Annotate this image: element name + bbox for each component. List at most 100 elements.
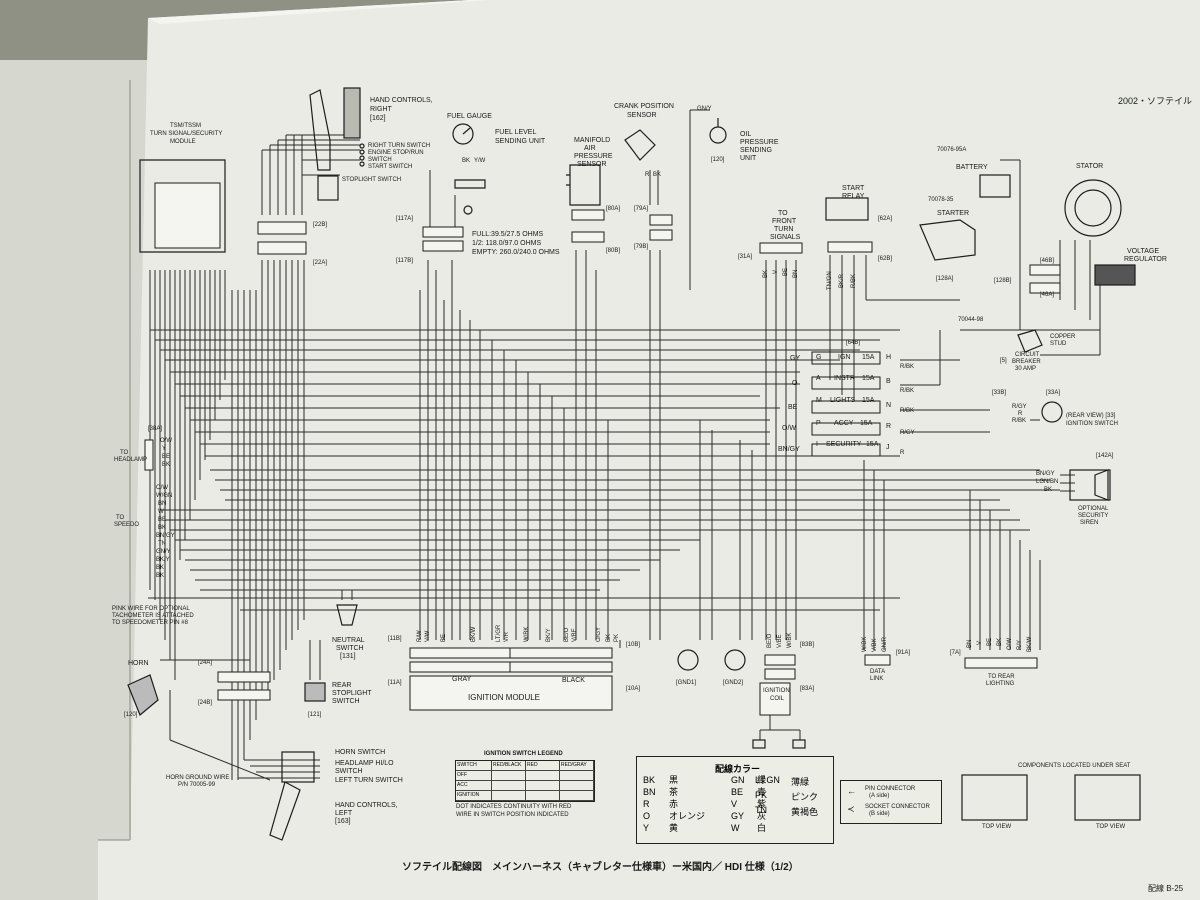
speedo-wire-5: BE — [158, 517, 167, 523]
conn-31a: [31A] — [738, 254, 753, 260]
page-tag: 2002・ソフテイル — [1118, 96, 1193, 106]
start-switch-label: START SWITCH — [368, 164, 413, 170]
stator-label: STATOR — [1076, 163, 1104, 170]
horn-switch-label: HORN SWITCH — [335, 749, 386, 756]
front-turn-wire-3: BE — [783, 267, 789, 276]
ignition-module-label: IGNITION MODULE — [468, 693, 541, 702]
oil-pressure-label-4: UNIT — [740, 155, 757, 162]
front-turn-label-1: TO — [778, 210, 788, 217]
legend-name: ピンク — [791, 792, 819, 802]
pink-note-3: TO SPEEDOMETER PIN #8 — [112, 620, 188, 626]
siren-wire-1: BN/GY — [1036, 471, 1055, 477]
fuse-wire-2: O — [792, 380, 798, 387]
coil-wire-2: V/BE — [777, 634, 783, 648]
coil-wire-1: BE/O — [767, 633, 773, 648]
speedo-label-1: TO — [116, 515, 125, 521]
horn-ground-label-2: P/N 70005-99 — [178, 782, 216, 788]
ignmod-wire-13: PK — [614, 633, 620, 642]
crank-wire-bk: BK — [653, 172, 662, 178]
gray-label: GRAY — [452, 676, 472, 683]
ignmod-wire-8: BK/Y — [546, 628, 552, 642]
stoplight-switch-label: STOPLIGHT SWITCH — [342, 177, 402, 183]
ignsw-wire-2: R — [1018, 411, 1023, 417]
front-turn-label-2: FRONT — [772, 218, 797, 225]
legend-name: 赤 — [669, 799, 679, 809]
fuse-name-4: ACCY — [834, 420, 854, 427]
rear-lighting-label-1: TO REAR — [988, 674, 1015, 680]
ign-header-4: RED/GRAY — [560, 761, 594, 771]
map-sensor-label-1: MANIFOLD — [574, 137, 611, 144]
under-seat-label: COMPONENTS LOCATED UNDER SEAT — [1018, 763, 1131, 769]
conn-120: [120] — [124, 712, 138, 718]
hand-controls-left-label-1: HAND CONTROLS, — [335, 802, 398, 809]
battery-label: BATTERY — [956, 164, 988, 171]
fuse-out-1: R/BK — [900, 364, 915, 370]
pink-note-2: TACHOMETER IS ATTACHED — [112, 613, 194, 619]
headlamp-wire-2: Y — [162, 446, 167, 452]
conn-79a: [79A] — [634, 206, 649, 212]
conn-117b: [117B] — [396, 258, 413, 264]
speedo-wire-10: BK/Y — [156, 557, 170, 563]
coil-wire-3: W/BK — [787, 632, 793, 648]
ignmod-wire-9: BE/O — [564, 627, 570, 642]
start-relay-label-2: RELAY — [842, 193, 865, 200]
ignition-switch-label-1: (REAR VIEW) [33] — [1066, 413, 1116, 419]
legend-name: 白 — [757, 823, 767, 833]
legend-code: V — [731, 799, 738, 809]
ign-legend-title: IGNITION SWITCH LEGEND — [484, 751, 563, 757]
ignmod-wire-4: BK/W — [471, 626, 477, 642]
ignsw-wire-1: R/GY — [1012, 404, 1027, 410]
data-link-label-1: DATA — [870, 669, 886, 675]
gnd2-label: [GND2] — [723, 680, 744, 686]
oil-ref: [120] — [711, 157, 725, 163]
front-turn-wire-1: BK — [763, 269, 769, 278]
fuse-pin2-4: R — [886, 423, 892, 430]
conn-11b: [11B] — [388, 636, 402, 642]
socket-connector-side: (B side) — [869, 811, 890, 817]
engine-stop-run-label-1: ENGINE STOP/RUN — [368, 150, 424, 156]
color-legend-title: 配線カラー — [715, 764, 761, 774]
headlamp-label-2: HEADLAMP — [114, 457, 148, 463]
tssm-label-1: TSM/TSSM — [170, 123, 201, 129]
fuse-pin-2: A — [816, 375, 821, 382]
color-legend: 配線カラー BK 黒 GN 緑 BN 茶 BE 青 R 赤 V 紫 O オレンジ… — [636, 756, 834, 844]
rear-light-wire-3: BE — [987, 637, 993, 646]
start-relay-label-1: START — [842, 185, 865, 192]
connector-legend: ← PIN CONNECTOR (A side) ≺ SOCKET CONNEC… — [840, 780, 942, 824]
conn-79b: [79B] — [634, 244, 649, 250]
speedo-wire-3: BN — [158, 501, 167, 507]
legend-code: BK — [643, 775, 656, 785]
black-label: BLACK — [562, 677, 585, 684]
voltage-regulator-label-1: VOLTAGE — [1127, 248, 1160, 255]
speedo-wire-7: BN/GY — [156, 533, 175, 539]
rear-light-wire-6: R/Y — [1017, 639, 1023, 650]
background-page — [0, 60, 150, 900]
horn-ground-label-1: HORN GROUND WIRE — [166, 775, 230, 781]
conn-117a: [117A] — [396, 216, 413, 222]
siren-wire-2: LGN/BN — [1036, 479, 1059, 485]
speedo-wire-6: BK — [158, 525, 167, 531]
fuel-ohms-full: FULL:39.5/27.5 OHMS — [472, 231, 544, 238]
crank-sensor-label-2: SENSOR — [627, 112, 657, 119]
rear-light-wire-4: BK — [997, 637, 1003, 646]
fuse-out-5: R — [900, 450, 905, 456]
headlamp-switch-label-1: HEADLAMP HI/LO — [335, 760, 394, 767]
voltage-regulator-label-2: REGULATOR — [1124, 256, 1167, 263]
legend-code: GY — [731, 811, 745, 821]
ignition-coil-label-2: COIL — [770, 696, 785, 702]
conn-62b: [62B] — [878, 256, 893, 262]
starter-label: STARTER — [937, 210, 970, 217]
conn-22a: [22A] — [313, 260, 328, 266]
conn-24b: [24B] — [198, 700, 213, 706]
ignmod-wire-3: BE — [441, 633, 447, 642]
hand-controls-right-label-1: HAND CONTROLS, — [370, 97, 433, 104]
rear-stoplight-label-2: STOPLIGHT — [332, 690, 372, 697]
legend-name: オレンジ — [669, 811, 706, 821]
conn-128b: [128B] — [994, 278, 1012, 284]
conn-22b: [22B] — [313, 222, 328, 228]
crank-sensor-label-1: CRANK POSITION — [614, 103, 674, 110]
legend-name: 灰 — [757, 811, 767, 821]
right-turn-switch-label: RIGHT TURN SWITCH — [368, 143, 431, 149]
conn-91a: [91A] — [896, 650, 911, 656]
fuel-level-label-1: FUEL LEVEL — [495, 129, 537, 136]
